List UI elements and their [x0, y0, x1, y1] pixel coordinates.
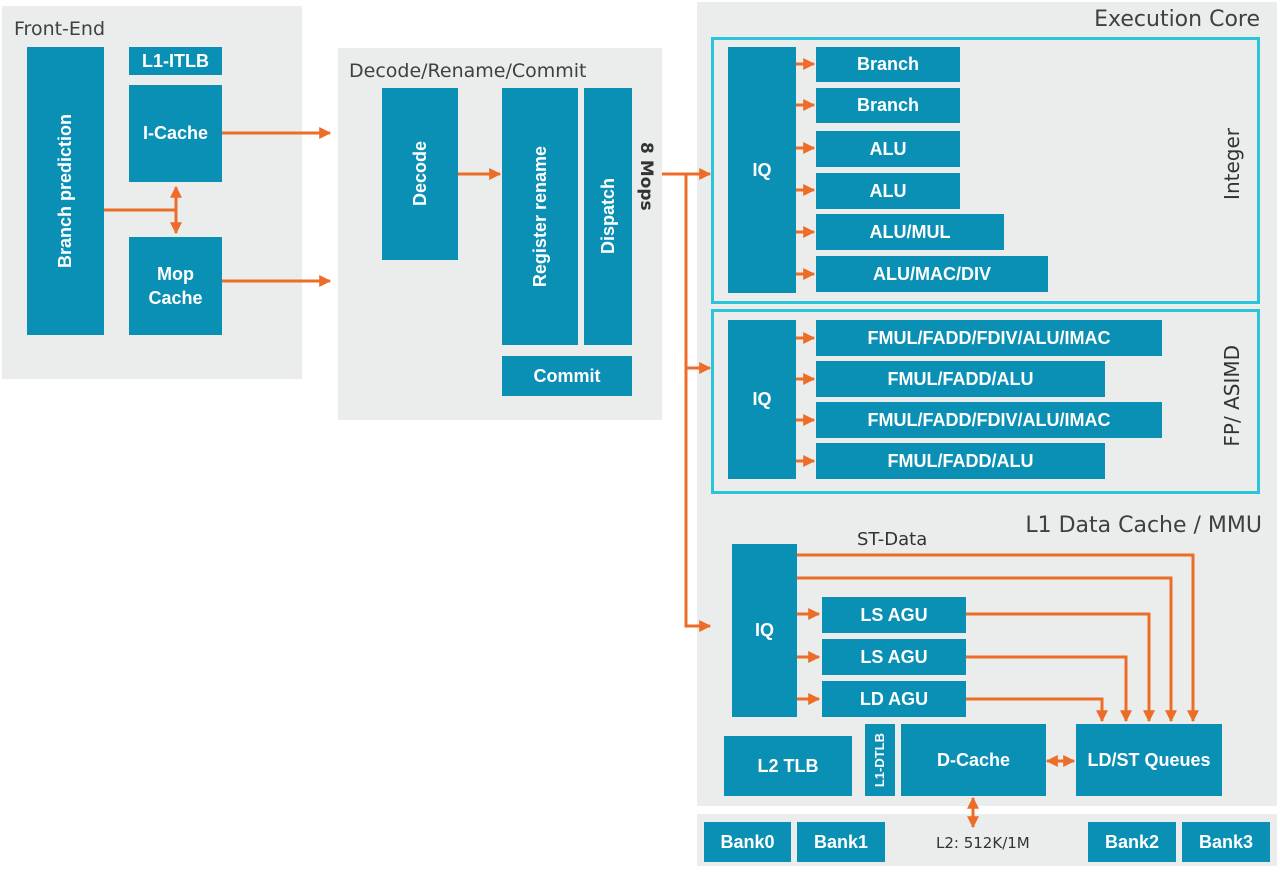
l2-bank-strip [697, 814, 1277, 866]
mops-label: 8 Mops [636, 142, 656, 216]
l2-size-label: L2: 512K/1M [936, 834, 1030, 852]
l1-dtlb-block: L1-DTLB [865, 724, 895, 796]
st-data-label: ST-Data [857, 529, 928, 550]
dispatch-label: Dispatch [597, 178, 618, 255]
fp-unit-4: FMUL/FADD/ALU [816, 443, 1105, 479]
integer-unit-branch-2: Branch [816, 88, 960, 123]
integer-unit-alu-1: ALU [816, 131, 960, 167]
register-rename-block: Register rename [502, 88, 578, 345]
integer-unit-alu-2: ALU [816, 173, 960, 209]
l2-tlb-block: L2 TLB [724, 736, 852, 796]
decode-stage-title: Decode/Rename/Commit [349, 60, 587, 82]
l2-bank2: Bank2 [1088, 822, 1176, 862]
mop-cache-block: Mop Cache [129, 237, 222, 335]
lsu-iq-block: IQ [732, 544, 797, 717]
mop-cache-label-line2: Cache [148, 288, 203, 308]
l1-dtlb-label: L1-DTLB [872, 732, 888, 788]
integer-unit-branch-1: Branch [816, 47, 960, 82]
integer-unit-alu-mul: ALU/MUL [816, 214, 1004, 250]
ls-agu-1: LS AGU [822, 597, 966, 633]
fp-asimd-cluster [711, 309, 1260, 494]
ldst-queues-block: LD/ST Queues [1076, 724, 1222, 796]
l2-bank1: Bank1 [797, 822, 885, 862]
integer-cluster [711, 37, 1260, 304]
decode-label: Decode [409, 141, 430, 207]
integer-iq-block: IQ [728, 47, 796, 293]
dispatch-block: Dispatch [584, 88, 632, 345]
dcache-block: D-Cache [901, 724, 1046, 796]
integer-label-text: Integer [1220, 128, 1244, 200]
register-rename-label: Register rename [529, 145, 550, 288]
st-data-path [797, 553, 1199, 723]
branch-prediction-block: Branch prediction [27, 47, 104, 335]
fp-asimd-cluster-label: FP/ ASIMD [1220, 345, 1244, 452]
mops-text: 8 Mops [636, 142, 656, 211]
l2-bank0: Bank0 [704, 822, 791, 862]
fp-asimd-label-text: FP/ ASIMD [1220, 345, 1244, 447]
ld-agu: LD AGU [822, 681, 966, 717]
dispatch-to-lsu-arrow [684, 174, 712, 632]
fp-unit-2: FMUL/FADD/ALU [816, 361, 1105, 397]
ls-agu-2: LS AGU [822, 639, 966, 675]
icache-block: I-Cache [129, 85, 222, 182]
integer-unit-alu-mac-div: ALU/MAC/DIV [816, 256, 1048, 292]
front-end-title: Front-End [14, 18, 106, 40]
fp-iq-block: IQ [728, 320, 796, 479]
fp-unit-3: FMUL/FADD/FDIV/ALU/IMAC [816, 402, 1162, 438]
decode-block: Decode [382, 88, 458, 260]
commit-block: Commit [502, 356, 632, 396]
l2-bank3: Bank3 [1182, 822, 1270, 862]
execution-core-title: Execution Core [1094, 7, 1260, 32]
integer-cluster-label: Integer [1220, 128, 1244, 205]
l1-data-cache-title: L1 Data Cache / MMU [1025, 513, 1262, 538]
mop-cache-label-line1: Mop [157, 263, 194, 284]
fp-unit-1: FMUL/FADD/FDIV/ALU/IMAC [816, 320, 1162, 356]
l1-itlb-block: L1-ITLB [129, 47, 222, 75]
branch-prediction-label: Branch prediction [55, 113, 76, 269]
